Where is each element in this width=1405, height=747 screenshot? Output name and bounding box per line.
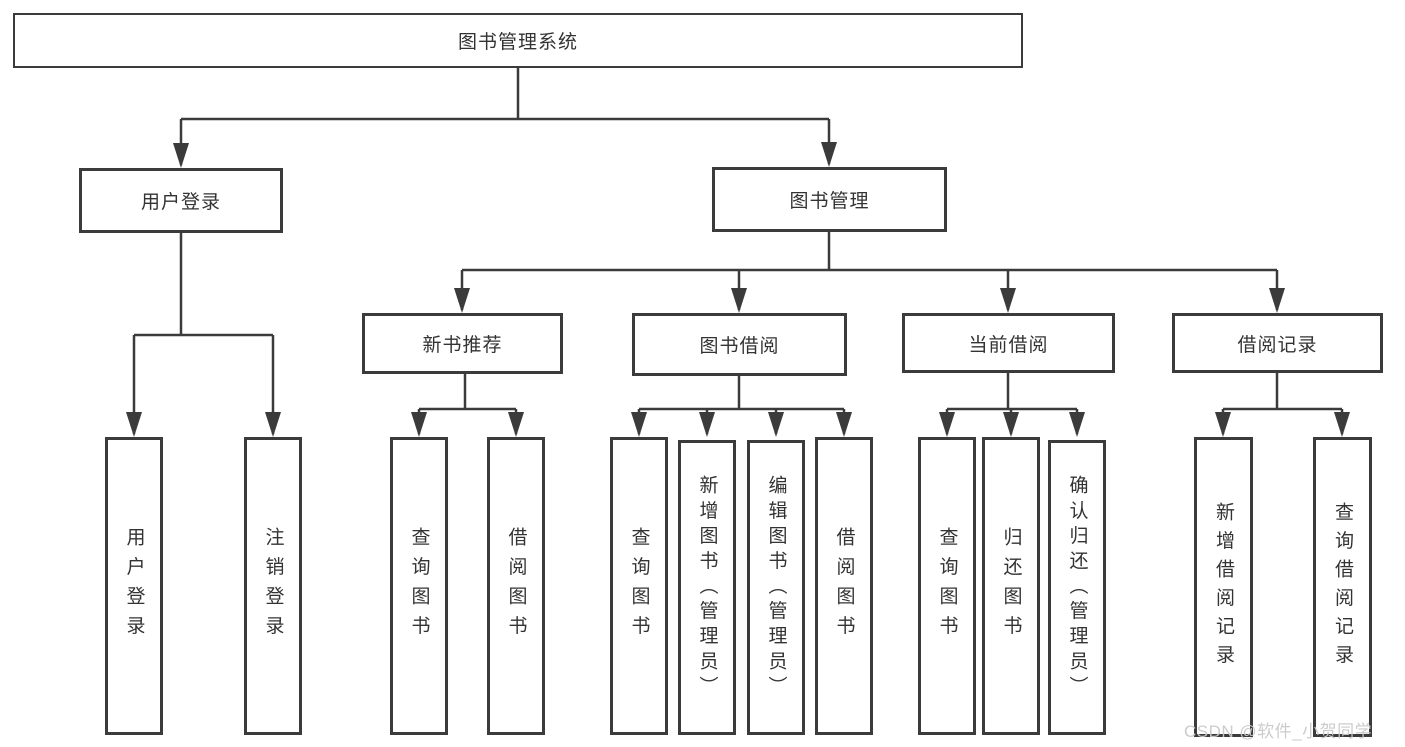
leaf-records-add-record: 新增借阅记录 (1194, 437, 1253, 737)
leaf-borrow-add-book: 新增图书（管理员） (678, 440, 736, 735)
leaf-recommend-query-book: 查询图书 (390, 437, 448, 735)
node-new-book-recommend: 新书推荐 (362, 313, 563, 374)
leaf-current-return-book-label: 归还图书 (1000, 527, 1022, 645)
leaf-borrow-query-book: 查询图书 (610, 437, 668, 735)
leaf-borrow-query-book-label: 查询图书 (628, 527, 650, 645)
leaf-records-query-record: 查询借阅记录 (1313, 437, 1372, 737)
node-book-management: 图书管理 (712, 167, 947, 232)
leaf-records-add-record-label: 新增借阅记录 (1213, 501, 1234, 673)
leaf-borrow-add-book-label: 新增图书（管理员） (696, 474, 718, 701)
leaf-logout: 注销登录 (244, 437, 302, 735)
node-user-login: 用户登录 (79, 168, 283, 233)
leaf-logout-label: 注销登录 (262, 527, 284, 645)
leaf-current-confirm-return: 确认归还（管理员） (1048, 440, 1106, 735)
leaf-current-query-book-label: 查询图书 (936, 527, 958, 645)
leaf-borrow-edit-book-label: 编辑图书（管理员） (765, 474, 787, 701)
leaf-recommend-query-book-label: 查询图书 (408, 527, 430, 645)
leaf-current-return-book: 归还图书 (982, 437, 1040, 735)
leaf-recommend-borrow-book: 借阅图书 (487, 437, 545, 735)
node-root: 图书管理系统 (13, 13, 1023, 68)
leaf-current-confirm-return-label: 确认归还（管理员） (1066, 474, 1088, 701)
leaf-borrow-edit-book: 编辑图书（管理员） (747, 440, 805, 735)
leaf-current-query-book: 查询图书 (918, 437, 976, 735)
leaf-user-login: 用户登录 (105, 437, 163, 735)
leaf-records-query-record-label: 查询借阅记录 (1332, 501, 1353, 673)
leaf-borrow-borrow-book: 借阅图书 (815, 437, 873, 735)
node-borrow-records: 借阅记录 (1172, 313, 1383, 373)
leaf-user-login-label: 用户登录 (123, 527, 145, 645)
watermark-text: CSDN @软件_小贺同学 (1184, 722, 1373, 741)
node-book-borrow: 图书借阅 (632, 313, 847, 376)
node-current-borrow: 当前借阅 (902, 313, 1115, 373)
leaf-recommend-borrow-book-label: 借阅图书 (505, 527, 527, 645)
leaf-borrow-borrow-book-label: 借阅图书 (833, 527, 855, 645)
